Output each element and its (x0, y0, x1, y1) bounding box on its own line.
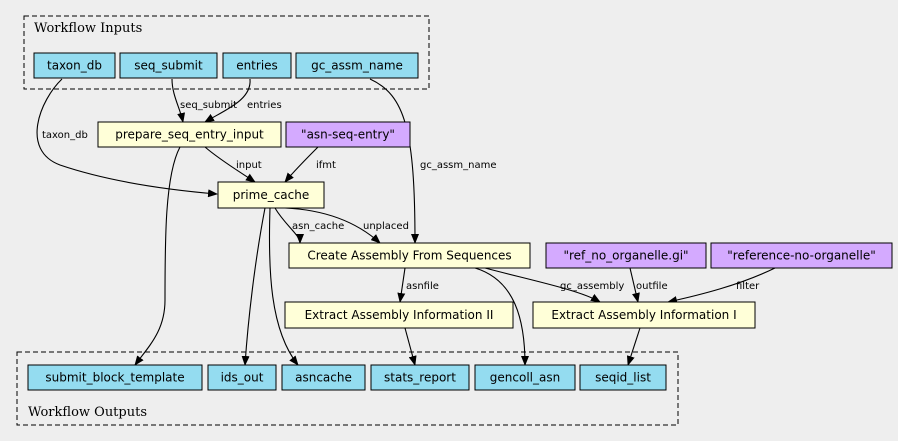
edge-asn-literal-to-prime-cache (284, 146, 319, 183)
node-extract-assembly-info-ii-label: Extract Assembly Information II (305, 308, 494, 322)
edge-label-gc-assembly: gc_assembly (560, 281, 624, 292)
edge-extract-ii-to-stats (404, 327, 417, 366)
edge-label-asn-cache: asn_cache (292, 221, 344, 232)
edge-prime-cache-asn-cache (274, 207, 304, 244)
edge-create-to-gencoll (474, 267, 529, 366)
node-submit-block-template-label: submit_block_template (45, 371, 184, 385)
node-prepare-seq-entry-input-label: prepare_seq_entry_input (115, 128, 264, 142)
node-ref-no-organelle-literal[interactable]: "ref_no_organelle.gi" (545, 242, 707, 269)
outputs-cluster: Workflow Outputs (16, 351, 679, 426)
node-gc-assm-name-label: gc_assm_name (311, 59, 403, 73)
node-ids-out[interactable]: ids_out (207, 364, 277, 391)
edge-labels: seq_submit entries taxon_db gc_assm_name… (42, 100, 760, 292)
node-seq-submit-label: seq_submit (134, 59, 203, 73)
edge-ref-literal-outfile (629, 267, 640, 303)
node-prime-cache-label: prime_cache (233, 188, 310, 202)
edge-entries-to-prepare (204, 78, 251, 123)
edge-prime-cache-to-ids-out (241, 207, 266, 366)
node-reference-no-organelle-literal-label: "reference-no-organelle" (727, 249, 875, 263)
edge-label-entries: entries (247, 100, 282, 111)
node-taxon-db-label: taxon_db (47, 59, 102, 73)
edge-prime-cache-unplaced (284, 207, 381, 244)
edge-label-ifmt: ifmt (316, 160, 336, 171)
edge-label-outfile: outfile (636, 281, 668, 292)
edge-label-taxon-db: taxon_db (42, 130, 88, 141)
edge-taxon-db-to-prime-cache (36, 78, 218, 198)
node-seqid-list[interactable]: seqid_list (579, 364, 667, 391)
edges (36, 78, 776, 366)
node-create-assembly-label: Create Assembly From Sequences (307, 249, 511, 263)
outputs-cluster-title: Workflow Outputs (28, 405, 147, 420)
edge-seq-submit-to-prepare (171, 78, 186, 123)
node-reference-no-organelle-literal[interactable]: "reference-no-organelle" (710, 242, 893, 269)
inputs-cluster-title: Workflow Inputs (34, 21, 142, 36)
node-extract-assembly-info-i[interactable]: Extract Assembly Information I (532, 301, 756, 329)
edge-label-filter: filter (736, 281, 760, 292)
node-submit-block-template[interactable]: submit_block_template (27, 364, 203, 391)
node-asn-seq-entry-literal-label: "asn-seq-entry" (301, 128, 395, 142)
node-entries-label: entries (236, 59, 278, 73)
node-stats-report[interactable]: stats_report (370, 364, 470, 391)
edge-label-seq-submit: seq_submit (180, 100, 237, 111)
node-ids-out-label: ids_out (221, 371, 264, 385)
node-ref-no-organelle-literal-label: "ref_no_organelle.gi" (563, 249, 688, 263)
node-stats-report-label: stats_report (384, 371, 456, 385)
edge-label-input: input (236, 160, 262, 171)
node-gencoll-asn-label: gencoll_asn (490, 371, 560, 385)
node-asncache[interactable]: asncache (281, 364, 366, 391)
node-gc-assm-name[interactable]: gc_assm_name (295, 52, 419, 79)
node-prepare-seq-entry-input[interactable]: prepare_seq_entry_input (97, 121, 282, 148)
edge-label-gc-assm-name: gc_assm_name (420, 160, 497, 171)
inputs-cluster: Workflow Inputs (23, 15, 430, 90)
node-asncache-label: asncache (295, 371, 352, 385)
node-extract-assembly-info-i-label: Extract Assembly Information I (551, 308, 736, 322)
edge-prepare-to-prime-cache (204, 146, 256, 183)
node-prime-cache[interactable]: prime_cache (217, 181, 325, 209)
edge-create-asnfile (397, 267, 406, 303)
node-extract-assembly-info-ii[interactable]: Extract Assembly Information II (284, 301, 514, 329)
node-asn-seq-entry-literal[interactable]: "asn-seq-entry" (285, 121, 411, 148)
edge-label-unplaced: unplaced (363, 221, 409, 232)
node-seq-submit[interactable]: seq_submit (119, 52, 218, 79)
node-entries[interactable]: entries (222, 52, 292, 79)
edge-prime-cache-to-asncache (268, 207, 299, 366)
edge-create-gc-assembly (484, 267, 601, 303)
node-taxon-db[interactable]: taxon_db (33, 52, 116, 79)
edge-extract-i-to-seqid (626, 327, 641, 366)
edge-reference-literal-filter (667, 267, 776, 304)
edge-label-asnfile: asnfile (406, 281, 439, 292)
edge-prepare-to-submit-block (134, 146, 181, 366)
node-create-assembly[interactable]: Create Assembly From Sequences (288, 242, 531, 269)
edge-gc-assm-name-to-create (369, 78, 419, 244)
node-gencoll-asn[interactable]: gencoll_asn (474, 364, 576, 391)
node-seqid-list-label: seqid_list (595, 371, 651, 385)
